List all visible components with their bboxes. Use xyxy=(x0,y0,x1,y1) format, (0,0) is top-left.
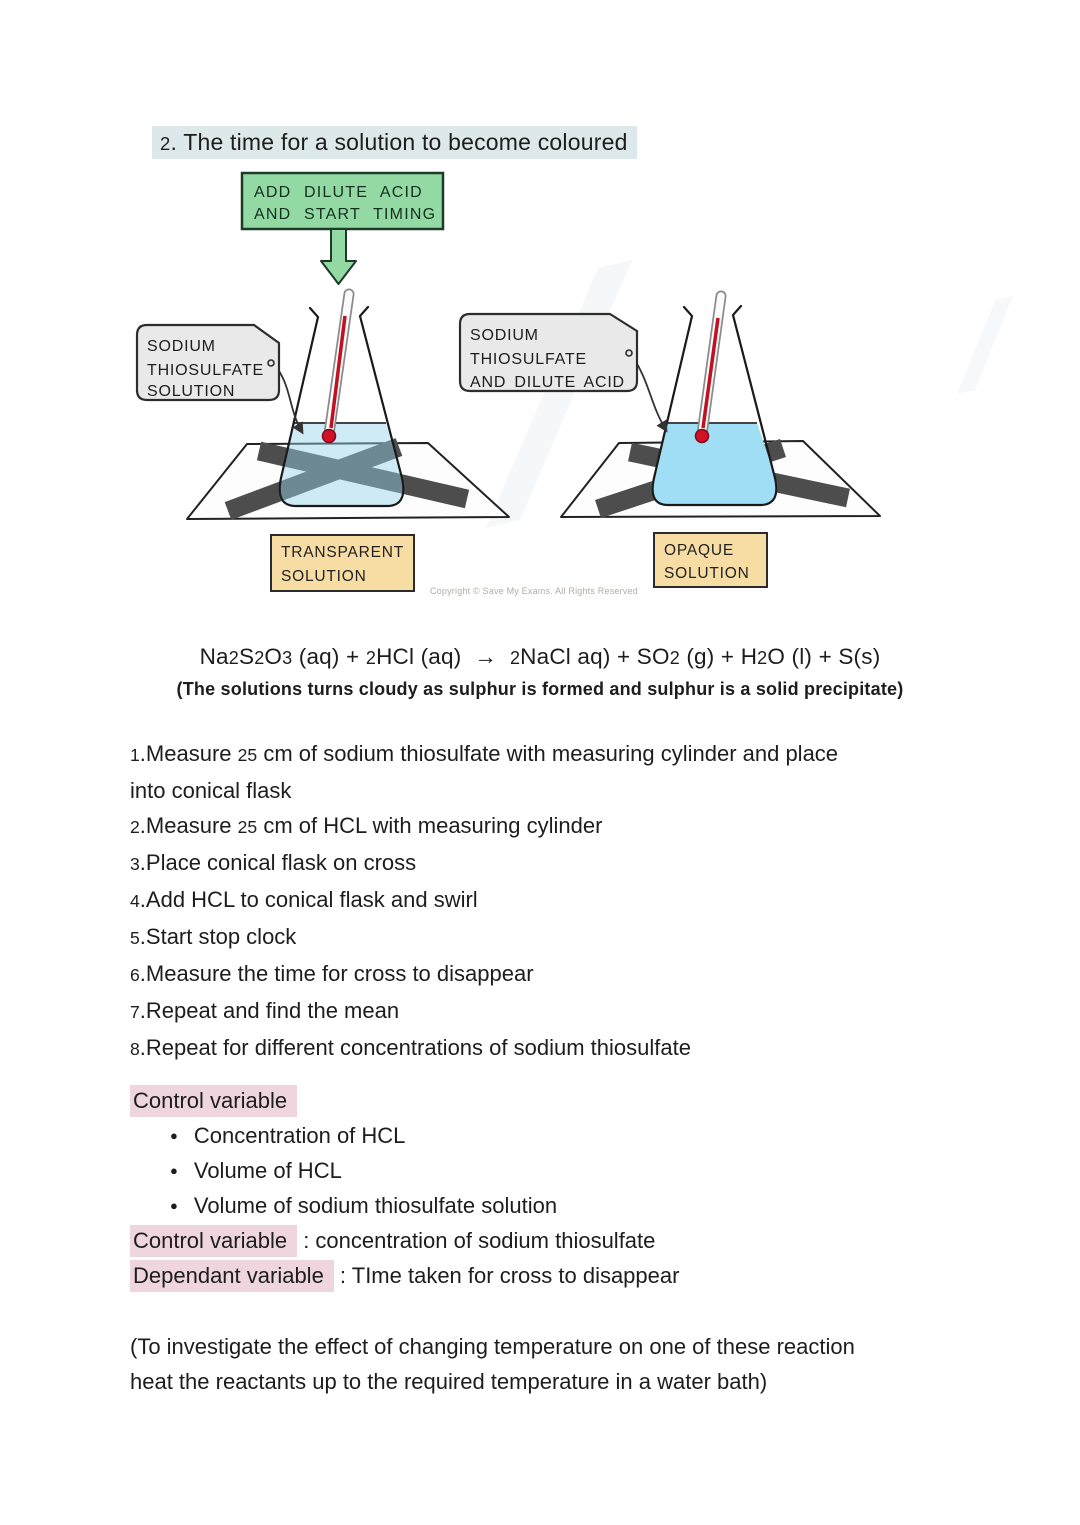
step-line: 1.Measure 25 cm of sodium thiosulfate wi… xyxy=(130,741,839,766)
chemical-equation: Na2S2O3 (aq) + 2HCl (aq) → 2NaCl aq) + S… xyxy=(199,644,881,669)
variables-section: Control variable ●Concentration of HCL ●… xyxy=(130,1083,1000,1293)
left-flask-outline xyxy=(278,305,405,508)
step-line: 2.Measure 25 cm of HCL with measuring cy… xyxy=(130,813,603,838)
dependant-variable-label: Dependant variable xyxy=(130,1260,334,1292)
step-line: into conical flask xyxy=(130,778,292,803)
right-result-line-2: SOLUTION xyxy=(664,565,750,582)
instruction-line-2: AND START TIMING xyxy=(254,206,436,223)
right-result-rect xyxy=(653,532,768,588)
right-flask-assembly xyxy=(560,290,881,519)
left-tag-hole xyxy=(267,359,275,367)
left-tag-line-1: SODIUM xyxy=(147,338,216,355)
right-thermometer-bulb xyxy=(694,428,710,444)
right-tag-hole xyxy=(625,349,633,357)
right-tag: SODIUM THIOSULFATE AND DILUTE ACID xyxy=(458,312,639,393)
method-steps: 1.Measure 25 cm of sodium thiosulfate wi… xyxy=(130,736,1000,1067)
right-tag-line-1: SODIUM xyxy=(470,327,539,344)
left-result-rect xyxy=(270,534,415,592)
list-item: ●Concentration of HCL xyxy=(170,1123,406,1148)
dependant-variable-line: Dependant variable : TIme taken for cros… xyxy=(130,1258,1000,1293)
section-title: 2. The time for a solution to become col… xyxy=(152,126,637,159)
right-tag-line-2: THIOSULFATE xyxy=(470,351,587,368)
step-line: 3.Place conical flask on cross xyxy=(130,850,417,875)
step-line: 7.Repeat and find the mean xyxy=(130,998,400,1023)
left-tag-shape xyxy=(135,323,281,402)
left-result-line-2: SOLUTION xyxy=(281,568,367,585)
step-line: 4.Add HCL to conical flask and swirl xyxy=(130,887,478,912)
list-item: ●Volume of HCL xyxy=(170,1158,342,1183)
step-line: 5.Start stop clock xyxy=(130,924,297,949)
left-flask-assembly xyxy=(186,288,510,520)
instruction-box: ADD DILUTE ACID AND START TIMING xyxy=(240,171,445,231)
left-thermometer xyxy=(321,288,355,444)
left-thermometer-bulb xyxy=(321,428,337,444)
right-tag-shape xyxy=(458,312,639,393)
bullet-icon: ● xyxy=(170,1163,178,1178)
control-variable-heading: Control variable xyxy=(130,1083,1000,1118)
copyright-notice: Copyright © Save My Exams. All Rights Re… xyxy=(430,586,638,596)
right-flask-outline xyxy=(651,304,778,507)
left-flask-liquid xyxy=(278,423,405,507)
left-tag: SODIUM THIOSULFATE SOLUTION xyxy=(135,323,281,402)
footnote-line: (To investigate the effect of changing t… xyxy=(130,1334,855,1359)
left-result-box: TRANSPARENT SOLUTION xyxy=(270,534,415,592)
instruction-line-1: ADD DILUTE ACID xyxy=(254,184,423,201)
step-line: 6.Measure the time for cross to disappea… xyxy=(130,961,534,986)
step-line: 8.Repeat for different concentrations of… xyxy=(130,1035,691,1060)
bullet-icon: ● xyxy=(170,1128,178,1143)
right-thermometer xyxy=(694,290,727,444)
bullet-icon: ● xyxy=(170,1198,178,1213)
experiment-diagram: ADD DILUTE ACID AND START TIMING SODIUM … xyxy=(135,171,1013,596)
right-flask-liquid xyxy=(651,423,778,506)
right-result-line-1: OPAQUE xyxy=(664,542,734,559)
left-tag-line-3: SOLUTION xyxy=(147,383,235,400)
left-tag-line-2: THIOSULFATE xyxy=(147,362,264,379)
list-item: ●Volume of sodium thiosulfate solution xyxy=(170,1193,558,1218)
control-variable-line: Control variable : concentration of sodi… xyxy=(130,1223,1000,1258)
section-title-text: 2. The time for a solution to become col… xyxy=(152,126,637,159)
right-result-box: OPAQUE SOLUTION xyxy=(653,532,768,588)
temperature-footnote: (To investigate the effect of changing t… xyxy=(130,1329,1010,1399)
down-arrow-icon xyxy=(320,228,357,285)
equation-note: (The solutions turns cloudy as sulphur i… xyxy=(176,679,904,699)
control-variable-value: : concentration of sodium thiosulfate xyxy=(297,1228,656,1253)
control-variable-label: Control variable xyxy=(130,1225,298,1257)
equation-block: Na2S2O3 (aq) + 2HCl (aq) → 2NaCl aq) + S… xyxy=(0,644,1080,700)
left-cross xyxy=(224,438,470,520)
right-tag-line-3: AND DILUTE ACID xyxy=(470,374,625,391)
left-result-line-1: TRANSPARENT xyxy=(281,544,404,561)
dependant-variable-value: : TIme taken for cross to disappear xyxy=(333,1263,680,1288)
footnote-line: heat the reactants up to the required te… xyxy=(130,1369,768,1394)
